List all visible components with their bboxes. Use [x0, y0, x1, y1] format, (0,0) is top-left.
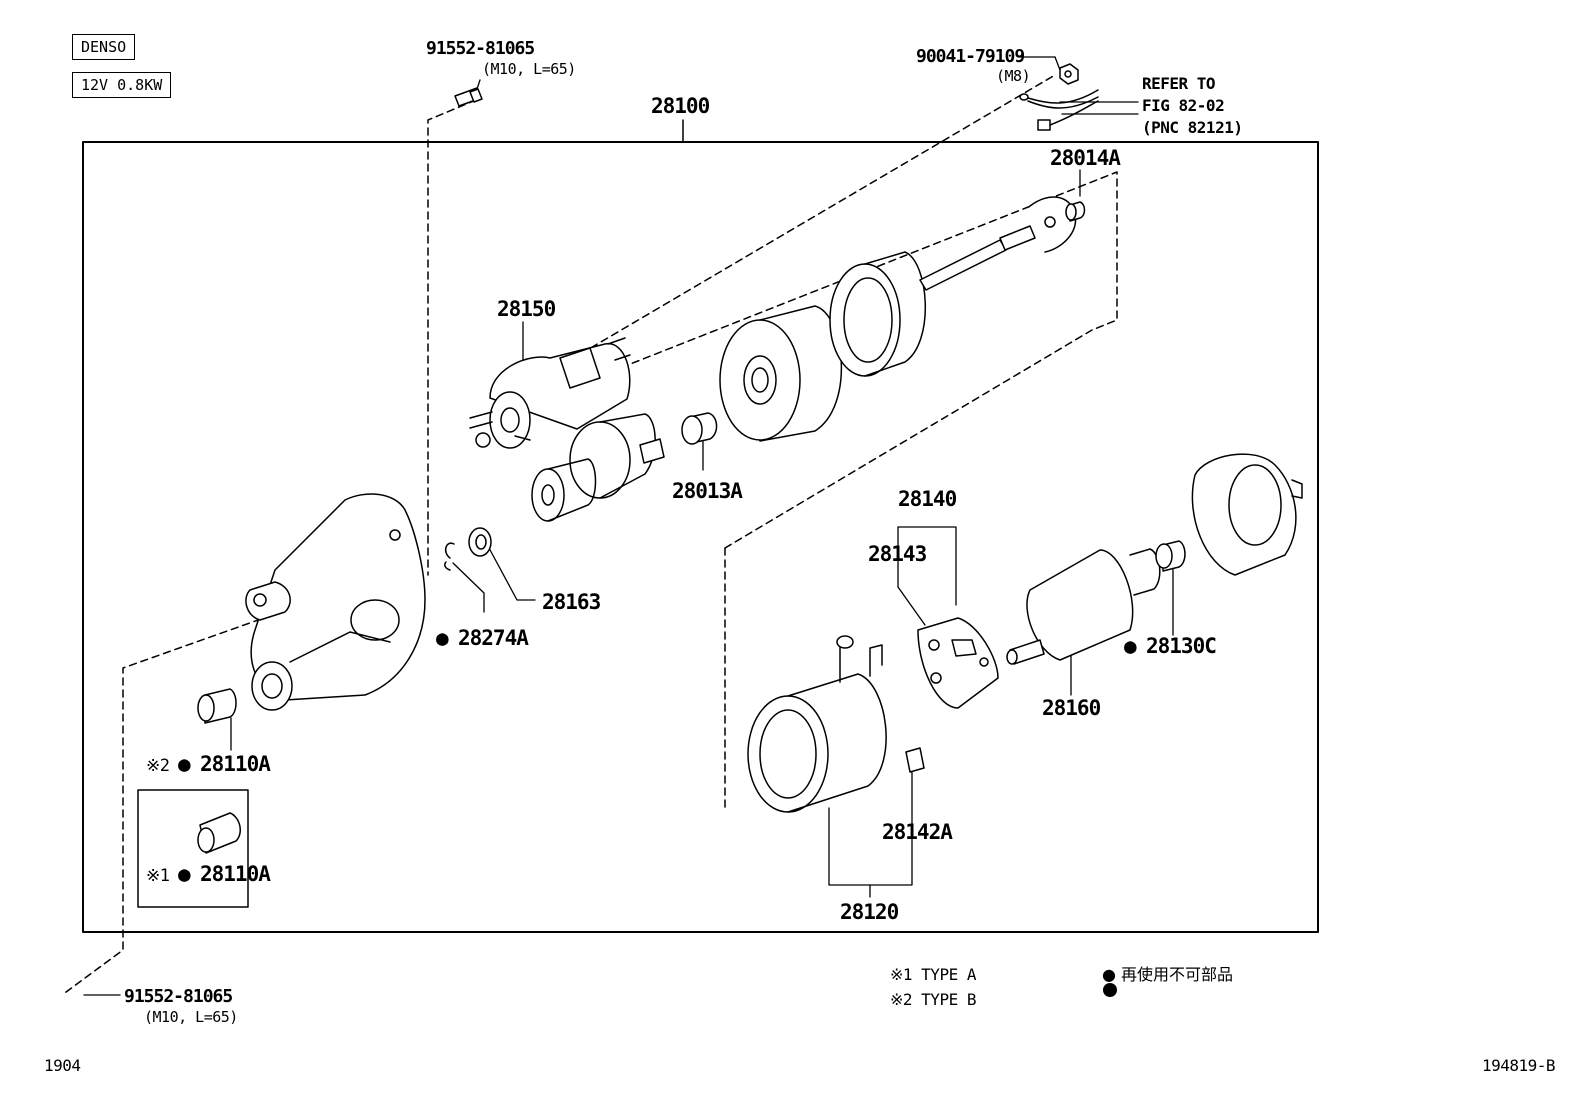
rating-label: 12V 0.8KW — [72, 72, 172, 98]
output-shaft-icon — [919, 196, 1077, 291]
legend-type-a: ※1 TYPE A — [890, 965, 976, 984]
assembly-frame — [82, 141, 1319, 933]
solenoid-icon — [469, 337, 631, 449]
snap-ring-icon — [444, 542, 455, 571]
label-28110a-type1: 28110A — [200, 862, 271, 886]
washer-28163-icon — [468, 527, 492, 557]
bolt-top-part-number: 91552-81065 — [426, 38, 535, 59]
label-28160: 28160 — [1042, 696, 1101, 720]
brush-holder-icon — [917, 617, 999, 709]
nut-spec: (M8) — [996, 67, 1031, 85]
type-a-inset — [137, 789, 249, 908]
label-28110a-type2: 28110A — [200, 752, 271, 776]
label-28120: 28120 — [840, 900, 899, 924]
end-cover-icon — [1191, 453, 1303, 576]
maker-label: DENSO — [72, 34, 136, 60]
bolt-top-spec: (M10, L=65) — [482, 60, 576, 78]
leader-lines — [83, 56, 1174, 996]
nut-part-number: 90041-79109 — [916, 46, 1025, 67]
footer-right-code: 194819-B — [1482, 1056, 1556, 1075]
refer-line-3: (PNC 82121) — [1142, 118, 1243, 137]
label-28140: 28140 — [898, 487, 957, 511]
bolt-bottom-spec: (M10, L=65) — [144, 1008, 238, 1026]
label-28014a: 28014A — [1050, 146, 1121, 170]
label-28142a: 28142A — [882, 820, 953, 844]
legend-dot-icon — [1103, 983, 1117, 997]
type1-mark: ※1 — [146, 866, 170, 886]
legend-non-reusable: ● 再使用不可部品 — [1102, 965, 1234, 984]
legend-type-b: ※2 TYPE B — [890, 990, 976, 1009]
ring-gear-icon — [829, 251, 926, 377]
footer-left-code: 1904 — [44, 1056, 81, 1075]
bolt-bottom-part-number: 91552-81065 — [124, 986, 233, 1007]
label-28100: 28100 — [651, 94, 710, 118]
non-reusable-dot-28110a-2: ● — [178, 752, 191, 776]
label-28130c: 28130C — [1146, 634, 1217, 658]
starter-housing-icon — [245, 493, 426, 711]
bushing-28110a-type-a-icon — [197, 812, 242, 854]
armature-icon — [1006, 548, 1161, 665]
label-28143: 28143 — [868, 542, 927, 566]
label-28150: 28150 — [497, 297, 556, 321]
dashed-guides — [61, 74, 1118, 996]
bushing-28013a-icon — [681, 412, 718, 445]
bearing-28014a-icon — [1065, 201, 1086, 222]
bushing-28110a-icon — [197, 688, 237, 724]
refer-line-2: FIG 82-02 — [1142, 96, 1225, 115]
non-reusable-dot-28274a: ● — [436, 626, 449, 650]
wire-lead-icon — [1019, 89, 1099, 131]
non-reusable-dot-28110a-1: ● — [178, 862, 191, 886]
non-reusable-dot-28130c: ● — [1124, 634, 1137, 658]
type2-mark: ※2 — [146, 756, 170, 776]
label-28013a: 28013A — [672, 479, 743, 503]
field-coil-yoke-icon — [747, 635, 925, 813]
nut-icon — [1059, 63, 1079, 85]
label-28274a: 28274A — [458, 626, 529, 650]
label-28163: 28163 — [542, 590, 601, 614]
bolt-top-icon — [454, 87, 483, 107]
pinion-gear-icon — [531, 413, 665, 522]
gear-housing-icon — [719, 305, 842, 442]
bearing-28130c-icon — [1155, 540, 1186, 572]
refer-line-1: REFER TO — [1142, 74, 1216, 93]
